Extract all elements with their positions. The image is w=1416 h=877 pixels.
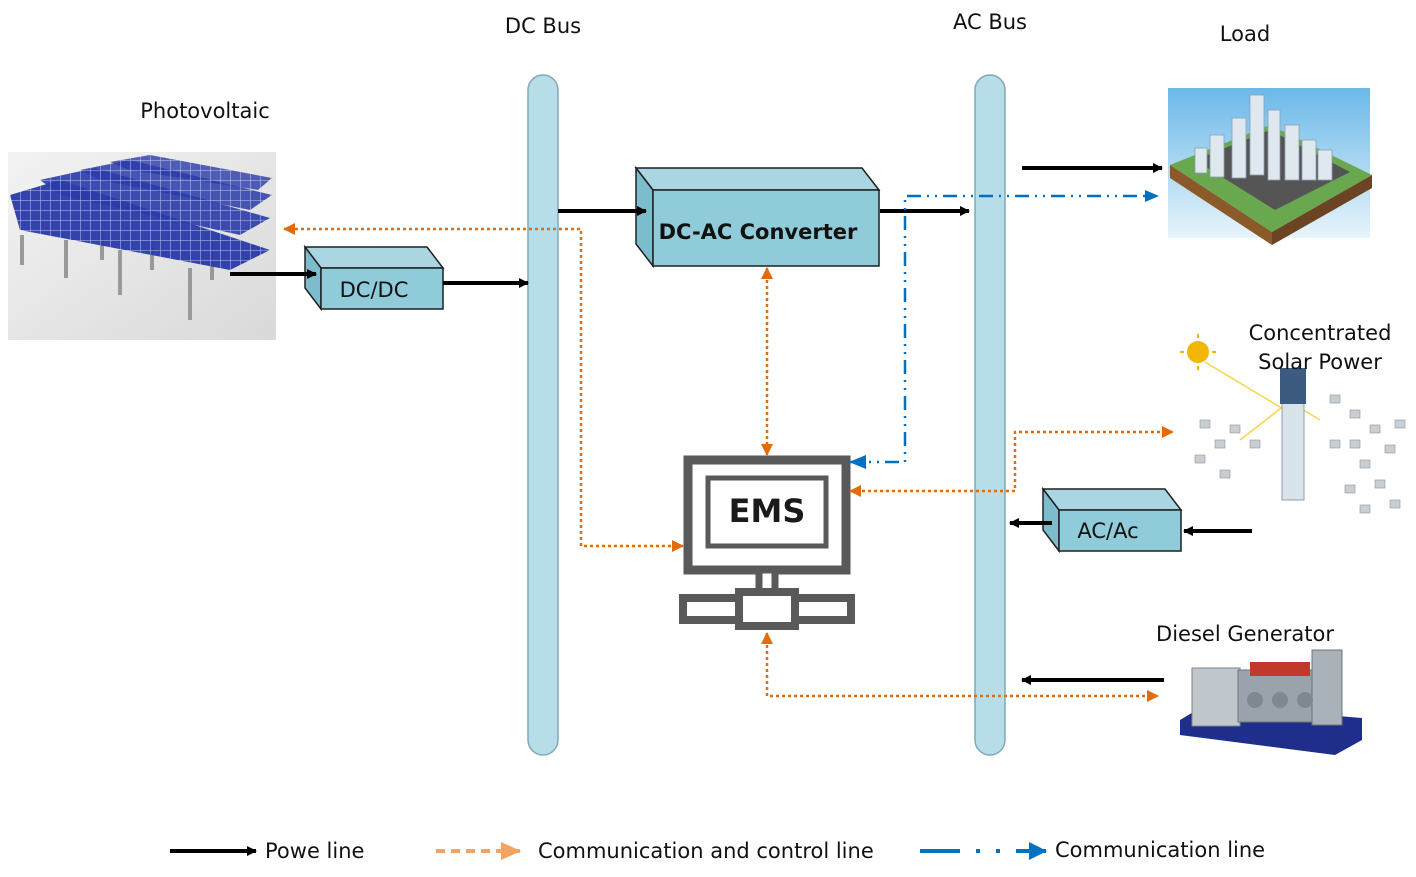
comm-control-csp-ems [849, 426, 1174, 497]
comm-line-ems-arrowhead [849, 455, 866, 469]
acac-label: AC/Ac [1077, 519, 1138, 543]
comm-control-pv-ems [283, 223, 684, 552]
comm-line-ems-load [849, 190, 1159, 464]
ac-bus-bar [974, 74, 1006, 756]
legend-comm-control-label: Communication and control line [538, 839, 874, 863]
load-city-image [1168, 88, 1372, 245]
dcac-converter-box [634, 165, 881, 269]
photovoltaic-label: Photovoltaic [140, 99, 270, 123]
comm-lines [849, 190, 1159, 464]
csp-label-line1: Concentrated [1249, 321, 1392, 345]
legend-comm-label: Communication line [1055, 838, 1265, 862]
comm-control-diesel-ems [761, 632, 1159, 702]
photovoltaic-image [8, 152, 276, 340]
dcac-label: DC-AC Converter [659, 220, 858, 244]
ems-computer-icon [679, 455, 855, 630]
legend: Powe line Communication and control line… [170, 838, 1265, 863]
ems-label: EMS [729, 492, 806, 530]
diesel-generator-image [1180, 649, 1362, 755]
ac-bus-label: AC Bus [953, 10, 1027, 34]
dc-bus-label: DC Bus [505, 14, 581, 38]
load-label: Load [1220, 22, 1270, 46]
csp-label-line2: Solar Power [1258, 350, 1382, 374]
dc-bus-bar [527, 74, 559, 756]
dcdc-label: DC/DC [340, 278, 409, 302]
comm-control-lines [283, 223, 1174, 702]
legend-power-label: Powe line [265, 839, 364, 863]
csp-tower-image [1180, 334, 1406, 514]
diesel-label: Diesel Generator [1156, 622, 1334, 646]
